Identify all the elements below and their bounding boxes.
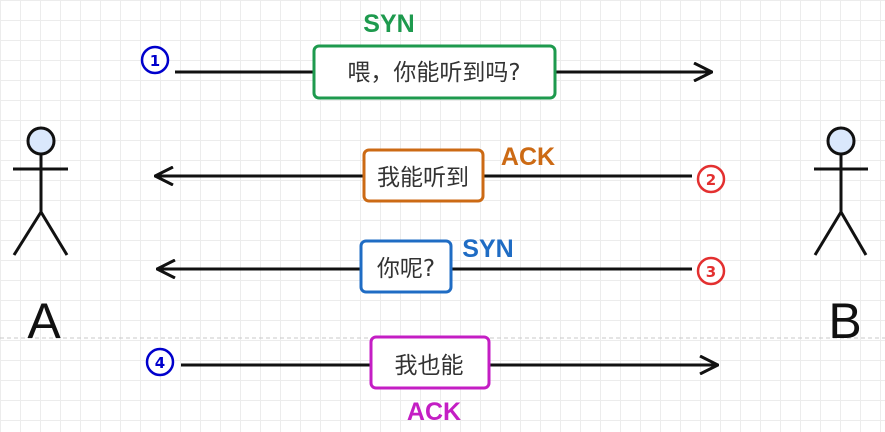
- message-4-tag: ACK: [407, 398, 461, 426]
- message-3-box: [359, 239, 453, 294]
- message-1: 1 喂，你能听到吗? SYN: [140, 10, 712, 100]
- message-2-box: [362, 148, 485, 203]
- message-2-tag: ACK: [501, 143, 555, 171]
- message-4-box: [369, 335, 491, 390]
- step-2-number: 2: [706, 171, 716, 189]
- stick-figure-a-icon: [12, 126, 69, 256]
- step-1-badge: [140, 45, 170, 75]
- message-4: 4 我也能 ACK: [145, 335, 718, 426]
- message-3-tag: SYN: [462, 235, 513, 263]
- stick-figure-b-icon: [813, 126, 868, 256]
- message-3-text: 你呢?: [377, 256, 435, 282]
- step-4-badge: [145, 347, 175, 377]
- message-3: 3 你呢? SYN: [157, 235, 726, 294]
- step-1-number: 1: [150, 52, 160, 70]
- actor-b-label: B: [828, 293, 861, 349]
- message-1-box: [312, 44, 557, 100]
- step-3-badge: [696, 256, 726, 286]
- actor-a: A: [12, 126, 69, 349]
- step-3-number: 3: [706, 263, 716, 281]
- actor-b: B: [813, 126, 868, 349]
- step-4-number: 4: [155, 354, 165, 372]
- message-1-tag: SYN: [363, 10, 414, 38]
- step-2-badge: [696, 164, 726, 194]
- message-1-text: 喂，你能听到吗?: [347, 60, 520, 86]
- message-2-text: 我能听到: [377, 165, 469, 191]
- message-2: 2 我能听到 ACK: [155, 143, 726, 203]
- message-4-text: 我也能: [395, 353, 464, 379]
- actor-a-label: A: [27, 293, 61, 349]
